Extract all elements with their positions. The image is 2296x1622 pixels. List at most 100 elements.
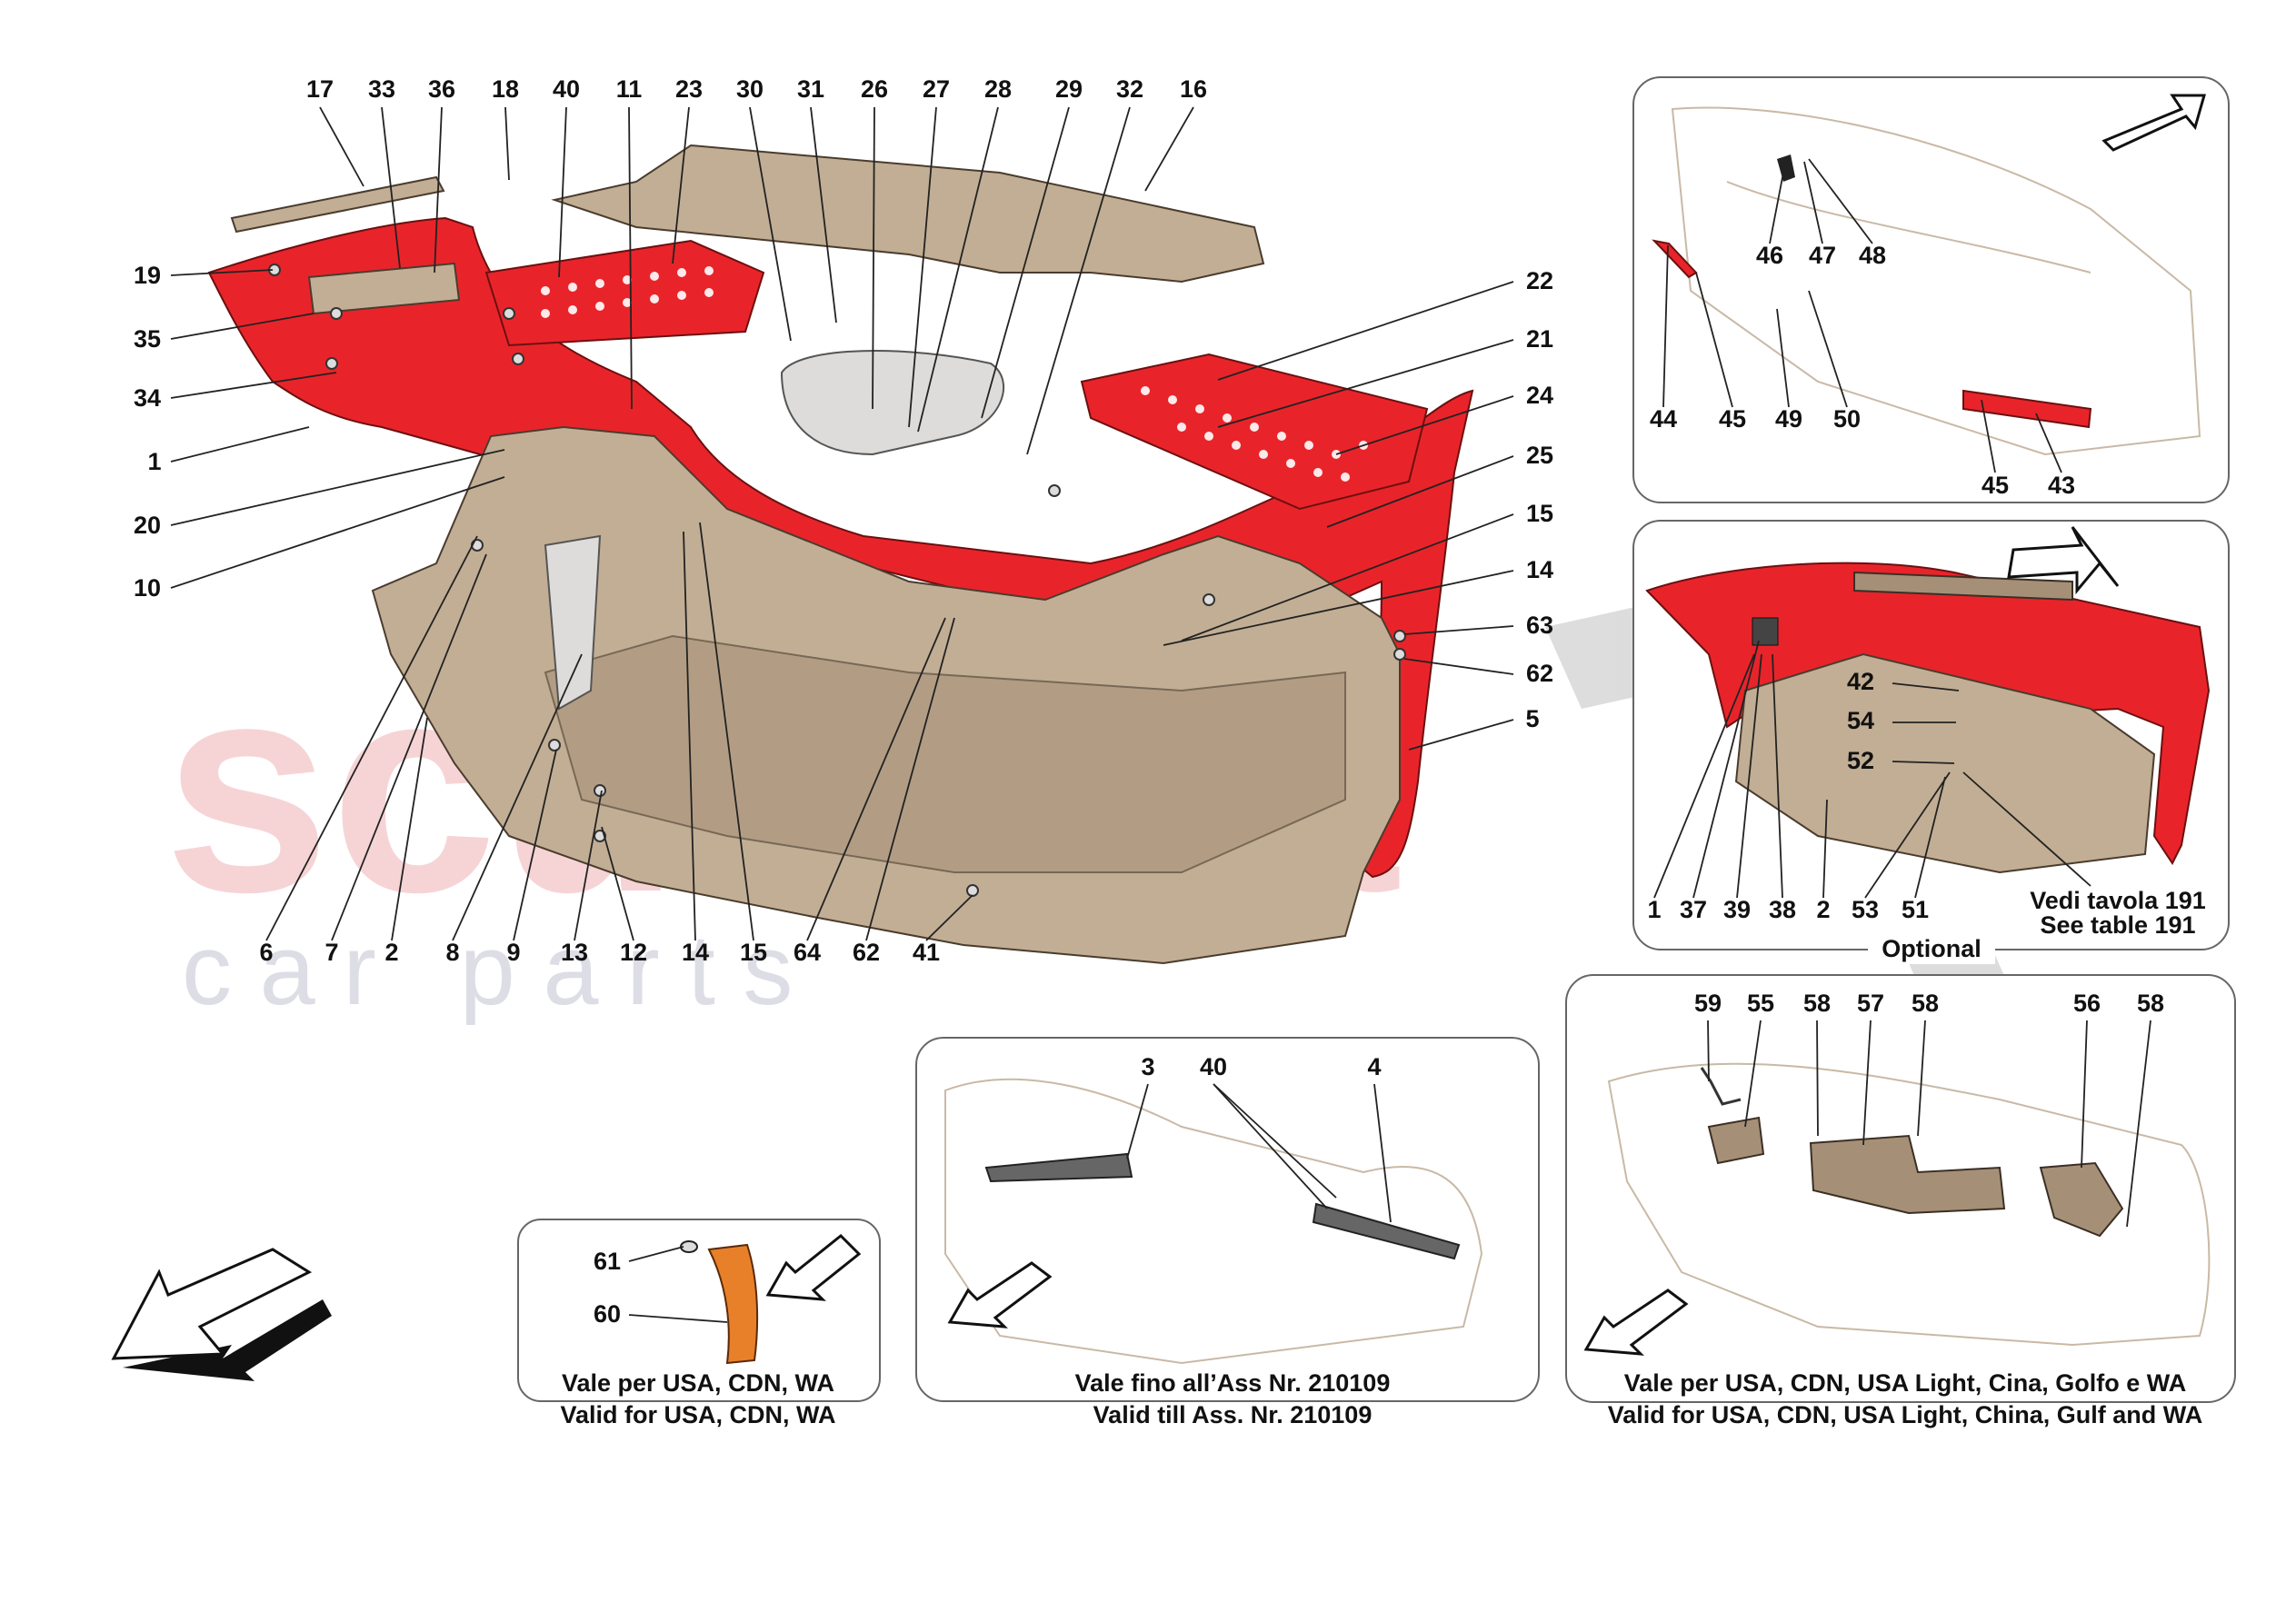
callout-34: 34 bbox=[134, 384, 161, 412]
callout-5: 5 bbox=[1525, 705, 1539, 732]
inset-mid-callout-42: 42 bbox=[1847, 668, 1874, 695]
fasteners bbox=[268, 264, 1406, 897]
callout-10: 10 bbox=[134, 574, 161, 602]
inset-usa-small-caption-en: Valid for USA, CDN, WA bbox=[560, 1401, 835, 1428]
inset-mid-callout-51: 51 bbox=[1902, 896, 1929, 923]
callout-12: 12 bbox=[620, 939, 647, 966]
inset-mid-callout-52: 52 bbox=[1847, 747, 1874, 774]
inset-right-bracket-57[interactable] bbox=[1809, 1134, 2006, 1215]
inset-mid-callout-2: 2 bbox=[1816, 896, 1830, 923]
inset-mid-beam[interactable] bbox=[1853, 571, 2073, 602]
callout-15: 15 bbox=[1526, 500, 1553, 527]
callout-23: 23 bbox=[675, 75, 703, 103]
callout-25: 25 bbox=[1526, 442, 1553, 469]
inset-top-leaders bbox=[1662, 158, 2062, 473]
inset-right-caption-it: Vale per USA, CDN, USA Light, Cina, Golf… bbox=[1624, 1369, 2187, 1397]
inset-mid-note-en: See table 191 bbox=[2040, 911, 2195, 939]
inset-right-callout-57: 57 bbox=[1857, 990, 1884, 1017]
inset-right-callout-58b: 58 bbox=[1912, 990, 1939, 1017]
callout-64: 64 bbox=[794, 939, 821, 966]
inset-top-callout-43: 43 bbox=[2048, 472, 2075, 499]
callout-22: 22 bbox=[1526, 267, 1553, 294]
callout-8: 8 bbox=[445, 939, 459, 966]
inset-center-caption-en: Valid till Ass. Nr. 210109 bbox=[1093, 1401, 1373, 1428]
inset-usa-small-callout-61: 61 bbox=[594, 1248, 621, 1275]
inset-right-clip-59[interactable] bbox=[1700, 1067, 1742, 1106]
vertical-bracket[interactable] bbox=[544, 534, 602, 711]
inset-top-ghost-line bbox=[1726, 181, 2091, 274]
inset-mid-arrow-icon bbox=[2007, 526, 2120, 595]
callout-35: 35 bbox=[134, 325, 161, 353]
inset-center-callout-3: 3 bbox=[1141, 1053, 1154, 1080]
watermark-sub: c a r p a r t s bbox=[182, 914, 793, 1026]
inset-right-callout-59: 59 bbox=[1694, 990, 1722, 1017]
inset-top-red-strip-43[interactable] bbox=[1962, 389, 2092, 429]
left-grille-holes bbox=[541, 266, 714, 318]
exhaust-outlet[interactable] bbox=[780, 350, 1005, 456]
inset-center-mesh-4[interactable] bbox=[1312, 1202, 1461, 1260]
inset-mid-reflector-37[interactable] bbox=[1752, 617, 1779, 646]
callout-32: 32 bbox=[1116, 75, 1143, 103]
callout-21: 21 bbox=[1526, 325, 1553, 353]
inset-center-ghost-diffuser bbox=[944, 1078, 1483, 1365]
inset-right-callout-58a: 58 bbox=[1803, 990, 1831, 1017]
direction-arrow-main bbox=[111, 1248, 332, 1381]
inset-mid-caption: Optional bbox=[1882, 935, 1982, 962]
callout-26: 26 bbox=[861, 75, 888, 103]
inset-mid-note-it: Vedi tavola 191 bbox=[2030, 887, 2206, 914]
callout-13: 13 bbox=[561, 939, 588, 966]
callout-63: 63 bbox=[1526, 612, 1553, 639]
inset-center-leaders bbox=[1126, 1083, 1392, 1223]
callout-7: 7 bbox=[324, 939, 338, 966]
inset-center-mesh-3[interactable] bbox=[984, 1152, 1133, 1183]
callout-29: 29 bbox=[1055, 75, 1083, 103]
left-grille[interactable] bbox=[484, 239, 765, 347]
inset-right-leaders bbox=[1707, 1020, 2151, 1228]
inset-top-arrow-icon bbox=[2101, 94, 2206, 152]
callout-15-bottom: 15 bbox=[740, 939, 767, 966]
inset-right-bracket-56[interactable] bbox=[2039, 1161, 2124, 1238]
inset-center: 3 40 4 Vale fino all’Ass Nr. 210109 Vali… bbox=[915, 1037, 1540, 1428]
callout-62: 62 bbox=[1526, 660, 1553, 687]
callout-20: 20 bbox=[134, 512, 161, 539]
callout-14: 14 bbox=[1526, 556, 1553, 583]
main-leader-lines bbox=[170, 106, 1514, 941]
inset-top-callout-50: 50 bbox=[1833, 405, 1861, 433]
inset-mid-caption-bg bbox=[1868, 933, 1995, 964]
callout-41: 41 bbox=[913, 939, 940, 966]
callout-1: 1 bbox=[147, 448, 161, 475]
left-mounting-bracket[interactable] bbox=[307, 262, 461, 315]
inset-top-callout-49: 49 bbox=[1775, 405, 1802, 433]
inset-right-bracket-55[interactable] bbox=[1707, 1116, 1765, 1165]
callout-2: 2 bbox=[384, 939, 398, 966]
callout-62-bottom: 62 bbox=[853, 939, 880, 966]
inset-right-arrow-icon bbox=[1583, 1289, 1689, 1356]
main-assembly bbox=[207, 144, 1474, 965]
inset-mid-callout-38: 38 bbox=[1769, 896, 1796, 923]
inset-mid-leaders bbox=[1653, 640, 2091, 899]
inset-top-callout-45: 45 bbox=[1719, 405, 1746, 433]
diffuser-inner-panel bbox=[544, 634, 1346, 873]
callout-6: 6 bbox=[259, 939, 273, 966]
inset-right-ghost-bumper bbox=[1607, 1062, 2211, 1347]
callout-17: 17 bbox=[306, 75, 334, 103]
inset-center-caption-it: Vale fino all’Ass Nr. 210109 bbox=[1075, 1369, 1391, 1397]
inset-usa-small-reflector-60[interactable] bbox=[707, 1243, 759, 1365]
inset-center-arrow-icon bbox=[947, 1261, 1053, 1328]
inset-top-frame bbox=[1632, 76, 2230, 503]
inset-mid-callout-37: 37 bbox=[1680, 896, 1707, 923]
inset-top-ghost-bumper bbox=[1671, 106, 2201, 456]
inset-right-callout-58c: 58 bbox=[2137, 990, 2164, 1017]
inset-top-callout-46: 46 bbox=[1756, 242, 1783, 269]
inset-usa-small: 61 60 Vale per USA, CDN, WA Valid for US… bbox=[517, 1219, 881, 1428]
inset-top-callout-44: 44 bbox=[1650, 405, 1677, 433]
callout-28: 28 bbox=[984, 75, 1012, 103]
callout-11: 11 bbox=[616, 75, 643, 103]
direction-arrow-main-icon bbox=[111, 1248, 313, 1360]
callout-18: 18 bbox=[492, 75, 519, 103]
inset-mid: 42 54 52 1 37 39 38 2 53 51 Vedi tavola … bbox=[1632, 520, 2230, 964]
upper-support-beam[interactable] bbox=[551, 144, 1265, 284]
inset-mid-callout-1: 1 bbox=[1647, 896, 1661, 923]
callout-16: 16 bbox=[1180, 75, 1207, 103]
